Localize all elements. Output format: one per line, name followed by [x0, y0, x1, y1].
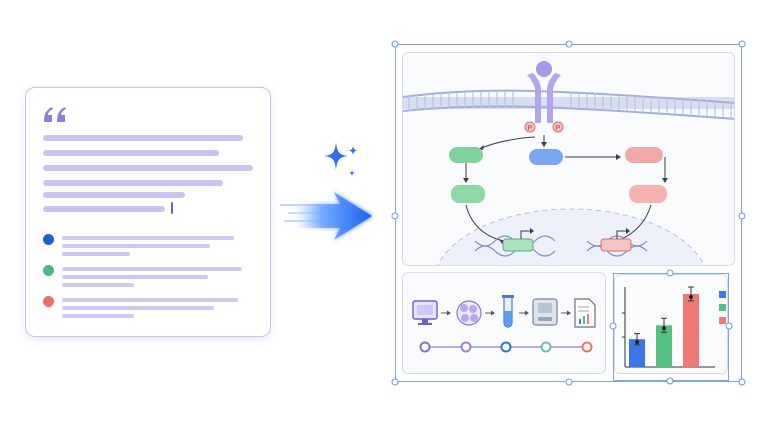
- signaling-pathway-panel[interactable]: P P: [402, 52, 735, 266]
- prompt-text-line: [43, 135, 243, 141]
- report-icon: [574, 298, 596, 328]
- nucleus: [437, 208, 705, 265]
- bullet-text-line: [62, 306, 214, 310]
- resize-handle-top[interactable]: [565, 40, 573, 48]
- bullet-text-line: [62, 244, 210, 248]
- quote-icon: [44, 107, 66, 122]
- bullet-text-line: [62, 283, 134, 287]
- bullet-text-line: [62, 267, 242, 271]
- bar: [683, 293, 699, 367]
- gene-box: [600, 238, 632, 252]
- gene-box: [502, 238, 534, 252]
- bullet-green: [43, 265, 54, 276]
- data-point: [689, 294, 693, 299]
- red-protein-node: [625, 147, 663, 163]
- bullet-text-line: [62, 314, 134, 318]
- resize-handle-right[interactable]: [725, 322, 733, 330]
- cells-icon: [456, 300, 482, 326]
- instrument-icon: [532, 298, 558, 326]
- prompt-text-line: [43, 192, 185, 198]
- resize-handle-top[interactable]: [666, 269, 674, 277]
- bar: [656, 325, 672, 367]
- bullet-text-line: [62, 252, 130, 256]
- green-protein-node: [451, 185, 485, 203]
- resize-handle-bottom[interactable]: [666, 377, 674, 385]
- prompt-text-line: [43, 206, 165, 212]
- monitor-icon: [412, 300, 438, 325]
- legend-swatch: [719, 304, 726, 311]
- timeline-node: [419, 341, 431, 353]
- bar-chart-panel[interactable]: [614, 274, 728, 374]
- bar-chart: [622, 286, 726, 368]
- resize-handle-bottom[interactable]: [565, 378, 573, 386]
- timeline-node: [460, 341, 472, 353]
- bar: [629, 339, 645, 367]
- sparkle-icon: [324, 142, 357, 176]
- arrow-right-icon: [280, 142, 372, 240]
- legend-swatch: [719, 317, 726, 324]
- data-point: [635, 340, 639, 345]
- test-tube-icon: [502, 295, 514, 328]
- timeline-node: [581, 341, 593, 353]
- bullet-red: [43, 296, 54, 307]
- bullet-blue: [43, 234, 54, 245]
- prompt-text-line: [43, 180, 223, 186]
- receptor-protein: [527, 61, 561, 123]
- data-point: [662, 326, 666, 331]
- resize-handle-top-left[interactable]: [391, 40, 399, 48]
- resize-handle-top-right[interactable]: [738, 40, 746, 48]
- experimental-workflow-panel[interactable]: [402, 272, 606, 374]
- green-protein-node: [449, 147, 483, 163]
- resize-handle-bottom-left[interactable]: [391, 378, 399, 386]
- timeline-node: [540, 341, 552, 353]
- text-cursor: [171, 202, 173, 214]
- resize-handle-left[interactable]: [609, 322, 617, 330]
- red-protein-node: [629, 185, 667, 203]
- resize-handle-left[interactable]: [391, 212, 399, 220]
- timeline-node: [500, 341, 512, 353]
- resize-handle-right[interactable]: [738, 212, 746, 220]
- cell-membrane: [403, 89, 734, 120]
- legend-swatch: [719, 291, 726, 298]
- phospho-group: P P: [524, 121, 564, 133]
- prompt-document-card[interactable]: [25, 87, 271, 337]
- svg-text:P: P: [528, 125, 533, 132]
- svg-text:P: P: [556, 125, 561, 132]
- blue-protein-node: [529, 149, 563, 165]
- bullet-text-line: [62, 298, 238, 302]
- resize-handle-bottom-right[interactable]: [738, 378, 746, 386]
- prompt-text-line: [43, 150, 219, 156]
- bullet-text-line: [62, 236, 234, 240]
- prompt-text-line: [43, 165, 253, 171]
- bar-chart-selection-box[interactable]: [613, 273, 729, 381]
- bullet-text-line: [62, 275, 208, 279]
